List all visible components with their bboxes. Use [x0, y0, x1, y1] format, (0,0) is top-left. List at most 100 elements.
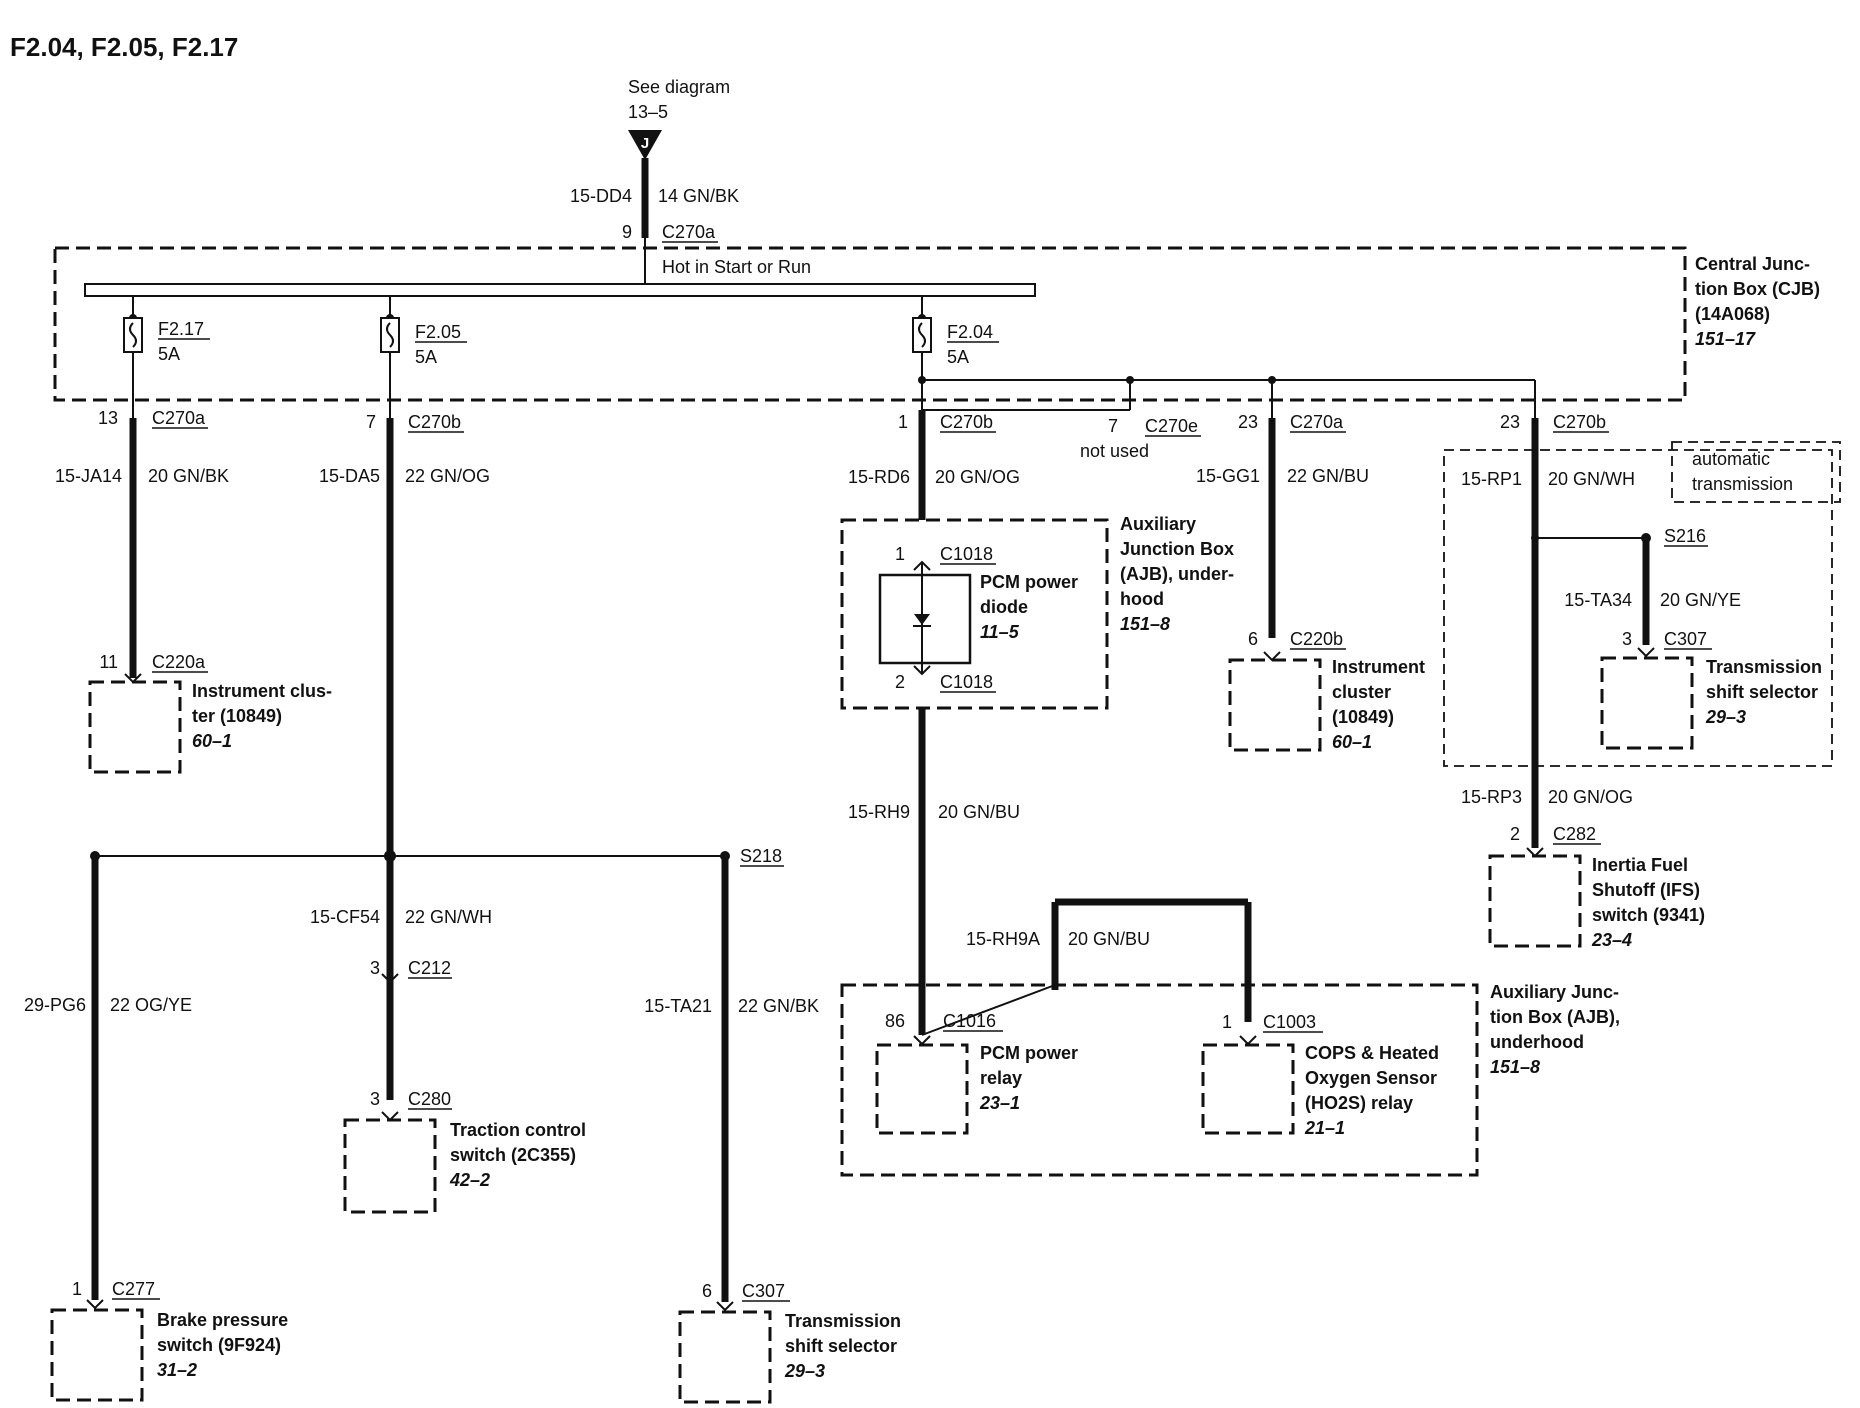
- diode-icon: [914, 614, 930, 625]
- ajb2-name: Auxiliary Junc-: [1490, 982, 1619, 1002]
- pin: 6: [702, 1281, 712, 1301]
- source-line1: See diagram: [628, 77, 730, 97]
- connector: C270a: [152, 408, 206, 428]
- fuse-rating: 5A: [947, 347, 969, 367]
- auto-trans-region: [1443, 449, 1833, 767]
- wire-id: 15-RP3: [1461, 787, 1522, 807]
- cjb-name1: Central Junc-: [1695, 254, 1810, 274]
- connector: C212: [408, 958, 451, 978]
- pin: 1: [898, 412, 908, 432]
- pin: 3: [370, 1089, 380, 1109]
- diode-name: PCM power: [980, 572, 1078, 592]
- pin: 7: [1108, 416, 1118, 436]
- component-ref: 60–1: [192, 731, 232, 751]
- source-tag: J: [641, 135, 649, 152]
- component-ref: 31–2: [157, 1360, 197, 1380]
- splice-label: S216: [1664, 526, 1706, 546]
- ajb2-ref: 151–8: [1490, 1057, 1540, 1077]
- pin: 86: [885, 1011, 905, 1031]
- cjb-box: [53, 246, 1687, 402]
- wire-id: 15-TA21: [644, 996, 712, 1016]
- component-ref: 29–3: [1705, 707, 1746, 727]
- ajb-name: Auxiliary: [1120, 514, 1196, 534]
- pin-c270a-9: 9: [622, 222, 632, 242]
- component-name: switch (9341): [1592, 905, 1705, 925]
- trans-shift-selector-2-box: [1600, 656, 1694, 750]
- circuit-f2-04-cluster: 23 C270a 15-GG1 22 GN/BU 6 C220b Instrum…: [1196, 412, 1425, 752]
- ajb-box: [840, 518, 1109, 710]
- component-name: Instrument: [1332, 657, 1425, 677]
- pin: 11: [99, 652, 118, 672]
- connector: C270b: [408, 412, 461, 432]
- source-marker-icon: [628, 130, 662, 160]
- diode-box: [878, 573, 972, 665]
- connector-arrow-icon: [1239, 1035, 1257, 1046]
- wire-id: 15-RP1: [1461, 469, 1522, 489]
- circuit-f2-05: 7 C270b 15-DA5 22 GN/OG S218 15-CF54 22 …: [24, 412, 901, 1404]
- cjb-name3: (14A068): [1695, 304, 1770, 324]
- connector: C280: [408, 1089, 451, 1109]
- connector: C307: [1664, 629, 1707, 649]
- connector: C270b: [1553, 412, 1606, 432]
- connector: C220a: [152, 652, 206, 672]
- component-name: Traction control: [450, 1120, 586, 1140]
- wire-color-dd4: 14 GN/BK: [658, 186, 739, 206]
- pin: 23: [1500, 412, 1520, 432]
- wire-id: 15-GG1: [1196, 466, 1260, 486]
- wire-color: 22 GN/BU: [1287, 466, 1369, 486]
- connector: C277: [112, 1279, 155, 1299]
- fuse-f2-04: F2.04 5A: [912, 296, 999, 418]
- ajb-lower-box: [840, 983, 1479, 1177]
- ajb2-name: tion Box (AJB),: [1490, 1007, 1620, 1027]
- component-ref: 29–3: [784, 1361, 825, 1381]
- instrument-cluster-2-box: [1228, 658, 1322, 752]
- auto-trans-label: automatic: [1692, 449, 1770, 469]
- wire-color: 20 GN/OG: [1548, 787, 1633, 807]
- circuit-f2-17: 13 C270a 15-JA14 20 GN/BK 11 C220a Instr…: [55, 408, 332, 774]
- pcm-relay-box: [875, 1043, 969, 1135]
- pin: 1: [1222, 1012, 1232, 1032]
- ajb-name: hood: [1120, 589, 1164, 609]
- cjb-name2: tion Box (CJB): [1695, 279, 1820, 299]
- relay-name: PCM power: [980, 1043, 1078, 1063]
- connector: C270b: [940, 412, 993, 432]
- connector: C1018: [940, 544, 993, 564]
- wire-color: 20 GN/OG: [935, 467, 1020, 487]
- wire-color: 20 GN/BK: [148, 466, 229, 486]
- wire-color: 22 GN/WH: [405, 907, 492, 927]
- wire-id: 15-JA14: [55, 466, 122, 486]
- source-line2: 13–5: [628, 102, 668, 122]
- wire-id: 15-RH9: [848, 802, 910, 822]
- fuse-name: F2.05: [415, 322, 461, 342]
- wire-id-dd4: 15-DD4: [570, 186, 632, 206]
- component-name: Transmission: [1706, 657, 1822, 677]
- pin: 2: [1510, 824, 1520, 844]
- connector: C282: [1553, 824, 1596, 844]
- connector-arrow-icon: [86, 1299, 104, 1310]
- wire-color: 20 GN/WH: [1548, 469, 1635, 489]
- cjb-ref: 151–17: [1695, 329, 1756, 349]
- component-name: Brake pressure: [157, 1310, 288, 1330]
- relay-ref: 21–1: [1304, 1118, 1345, 1138]
- cjb-bus-label: Hot in Start or Run: [662, 257, 811, 277]
- relay-ref: 23–1: [979, 1093, 1020, 1113]
- connector: C1016: [943, 1011, 996, 1031]
- component-ref: 23–4: [1591, 930, 1632, 950]
- ajb2-name: underhood: [1490, 1032, 1584, 1052]
- component-name: Transmission: [785, 1311, 901, 1331]
- ajb-ref: 151–8: [1120, 614, 1170, 634]
- fuse-name: F2.17: [158, 319, 204, 339]
- auto-trans-label: transmission: [1692, 474, 1793, 494]
- wire-id: 15-DA5: [319, 466, 380, 486]
- pin: 6: [1248, 629, 1258, 649]
- component-ref: 42–2: [449, 1170, 490, 1190]
- ajb-name: Junction Box: [1120, 539, 1234, 559]
- wire-id: 15-RD6: [848, 467, 910, 487]
- pin: 3: [370, 958, 380, 978]
- fuse-name: F2.04: [947, 322, 993, 342]
- cjb-bus-bar: [84, 283, 1036, 297]
- cops-relay-box: [1201, 1043, 1295, 1135]
- not-used-label: not used: [1080, 441, 1149, 461]
- component-name: (10849): [1332, 707, 1394, 727]
- splice-label: S218: [740, 846, 782, 866]
